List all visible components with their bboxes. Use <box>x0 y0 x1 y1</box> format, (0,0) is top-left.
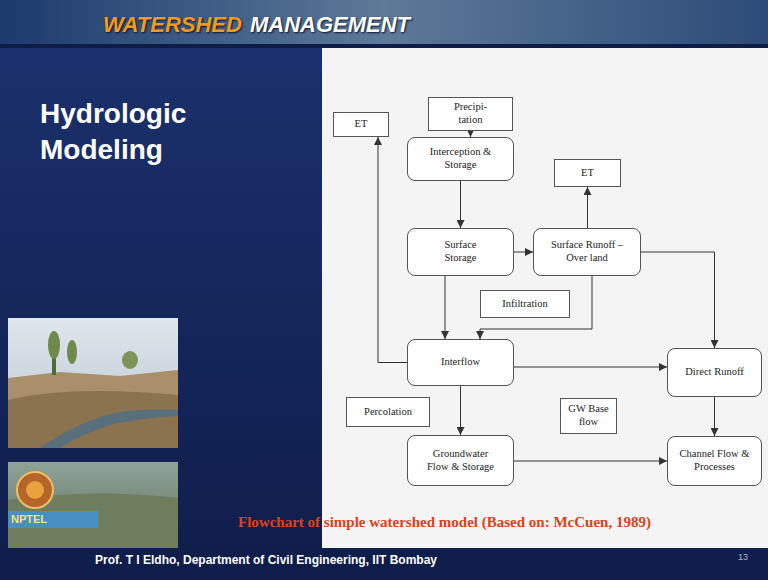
box-label: ET <box>581 167 594 180</box>
flow-arrow <box>514 252 533 253</box>
process-box: ET <box>333 112 389 137</box>
flow-arrow <box>587 187 588 228</box>
field-photo <box>8 462 178 548</box>
box-label: Surface Storage <box>431 239 491 264</box>
box-label: Surface Runoff – Over land <box>546 239 628 264</box>
box-label: Direct Runoff <box>685 366 743 379</box>
flow-arrow <box>514 367 667 368</box>
process-box: Surface Runoff – Over land <box>533 228 641 276</box>
flow-arrow <box>714 397 715 436</box>
flow-arrow <box>641 252 715 348</box>
flow-arrow <box>460 386 461 435</box>
flow-arrow <box>445 276 446 339</box>
process-box: GW Base flow <box>560 398 617 434</box>
logo-text: NPTEL <box>11 512 47 526</box>
box-label: Groundwater Flow & Storage <box>426 448 496 473</box>
box-label: Percolation <box>364 406 412 419</box>
flow-arrow <box>378 137 407 363</box>
process-box: Surface Storage <box>407 228 514 276</box>
box-label: ET <box>355 118 368 131</box>
box-label: Interflow <box>441 356 480 369</box>
box-label: Interception & Storage <box>421 146 501 171</box>
page-number: 13 <box>738 552 748 563</box>
box-label: GW Base flow <box>566 403 611 428</box>
slide-title: Hydrologic Modeling <box>40 96 260 169</box>
process-box: ET <box>554 159 621 187</box>
banner-rule <box>0 44 768 48</box>
process-box: Infiltration <box>480 290 570 318</box>
process-box: Groundwater Flow & Storage <box>407 435 514 486</box>
process-box: Direct Runoff <box>667 348 762 397</box>
footer-credit: Prof. T I Eldho, Department of Civil Eng… <box>95 553 437 567</box>
banner <box>0 0 768 48</box>
flow-arrow <box>480 276 592 339</box>
banner-title: MANAGEMENT <box>250 12 410 38</box>
process-box: Percolation <box>346 397 430 427</box>
process-box: Interception & Storage <box>407 137 514 181</box>
flow-arrow <box>514 461 667 462</box>
banner-title: WATERSHED <box>103 12 242 38</box>
nptel-logo <box>8 472 98 528</box>
figure-caption: Flowchart of simple watershed model (Bas… <box>238 513 651 531</box>
box-label: Channel Flow & Processes <box>679 448 751 473</box>
white-panel <box>322 48 768 548</box>
landscape-photo <box>8 318 178 448</box>
box-label: Precipi- tation <box>454 101 487 126</box>
process-box: Interflow <box>407 339 514 386</box>
box-label: Infiltration <box>502 298 548 311</box>
flow-arrow <box>460 181 461 228</box>
process-box: Channel Flow & Processes <box>667 436 762 486</box>
process-box: Precipi- tation <box>428 97 513 131</box>
